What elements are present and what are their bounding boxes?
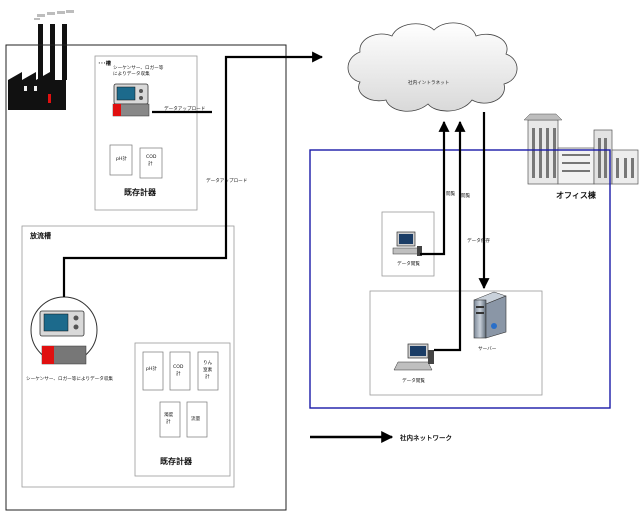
upper-tank-box xyxy=(94,55,198,211)
office-building-label: オフィス棟 xyxy=(556,190,597,200)
computer-icon-1 xyxy=(392,231,422,256)
data-logger-bottom xyxy=(30,296,98,365)
turbidity-meter-label-line2: 計 xyxy=(166,418,171,425)
factory-boundary xyxy=(5,44,287,511)
sequencer-note-top-line2: によりデータ収集 xyxy=(113,70,150,77)
ph-meter-top-label: pH計 xyxy=(116,155,127,162)
cod-meter-top-label-line2: 計 xyxy=(148,160,153,167)
phosphorus-meter-label-line1: りん xyxy=(203,360,213,366)
data-upload-label-2-text: データアップロード xyxy=(206,177,247,184)
data-upload-label-1: データアップロード xyxy=(164,105,205,112)
phosphorus-meter-label: りん 窒素 計 xyxy=(203,360,214,380)
cod-meter-bottom-label-line2: 計 xyxy=(176,370,181,377)
browse-arrow-2 xyxy=(434,120,466,352)
sequencer-note-top-line1: シーケンサー、ロガー等 xyxy=(113,64,164,71)
ph-meter-bottom-label: pH計 xyxy=(146,365,157,372)
existing-meters-bottom-label: 既存計器 xyxy=(160,456,193,466)
flow-meter xyxy=(186,401,208,438)
existing-meters-top-label: 既存計器 xyxy=(124,187,157,197)
turbidity-meter xyxy=(159,401,181,438)
sequencer-note-top: シーケンサー、ロガー等 によりデータ収集 xyxy=(113,64,165,77)
cod-meter-bottom xyxy=(169,351,191,391)
cod-meter-top-label: COD 計 xyxy=(146,154,158,167)
intranet-cloud xyxy=(347,22,518,112)
data-browse-label-pc1: データ閲覧 xyxy=(397,260,420,267)
flow-meter-label: 流量 xyxy=(191,415,201,422)
phosphorus-meter-label-line3: 計 xyxy=(205,373,210,380)
legend-label: 社内ネットワーク xyxy=(400,433,452,442)
cod-meter-bottom-label: COD 計 xyxy=(173,364,185,377)
browse-label-2: 閲覧 xyxy=(461,192,471,199)
server-room-box xyxy=(369,290,543,396)
phosphorus-nitrogen-meter xyxy=(197,351,219,391)
server-label: サーバー xyxy=(478,346,497,352)
data-save-label: データ保存 xyxy=(467,237,490,244)
cod-meter-top-label-line1: COD xyxy=(146,154,157,160)
office-building-icon xyxy=(523,113,639,185)
intranet-label: 社内イントラネット xyxy=(408,79,449,86)
cod-meter-top xyxy=(139,147,163,179)
turbidity-meter-label: 濁度 計 xyxy=(164,411,175,425)
phosphorus-meter-label-line2: 窒素 xyxy=(203,366,213,373)
data-browse-label-pc2: データ閲覧 xyxy=(402,377,425,384)
upper-tank-title: ･･･槽 xyxy=(98,59,112,67)
computer-icon-2 xyxy=(393,343,434,371)
browse-arrow-1 xyxy=(420,120,450,256)
factory-icon xyxy=(8,10,74,110)
browse-label-1: 閲覧 xyxy=(446,190,456,197)
turbidity-meter-label-line1: 濁度 xyxy=(164,411,174,418)
cod-meter-bottom-label-line1: COD xyxy=(173,364,184,370)
discharge-tank-title: 放流槽 xyxy=(29,231,51,240)
upload-arrow-to-intranet xyxy=(62,51,324,297)
ph-meter-bottom xyxy=(142,351,164,391)
sequencer-note-bottom: シーケンサー、ロガー等によりデータ収集 xyxy=(26,375,113,382)
server-icon xyxy=(473,291,507,339)
ph-meter-top xyxy=(109,144,133,176)
data-logger-top xyxy=(112,83,150,117)
